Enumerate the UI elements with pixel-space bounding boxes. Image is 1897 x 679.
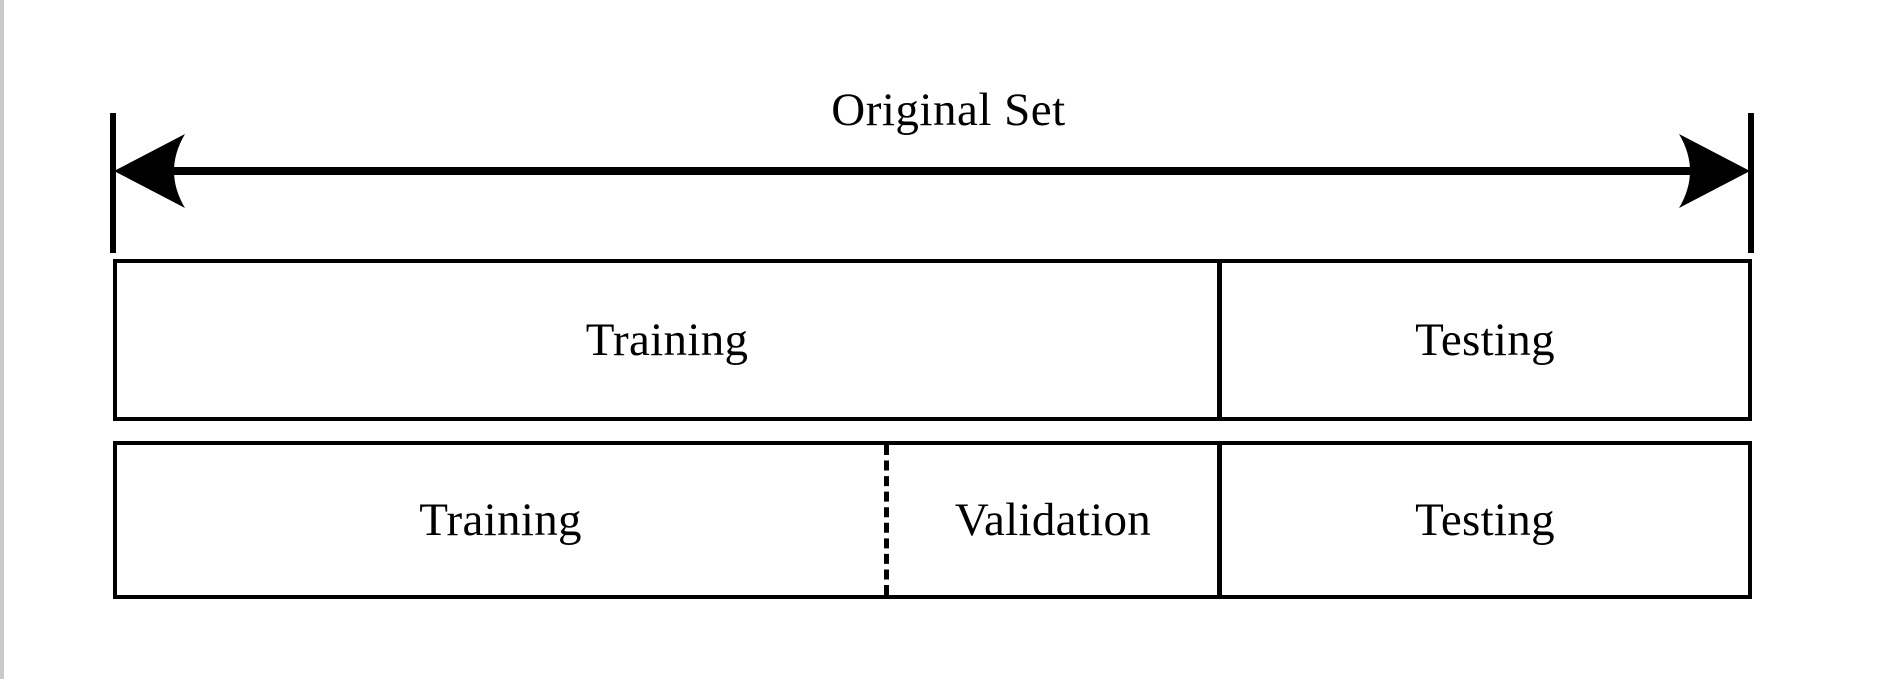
segment-validation-row2: Validation: [884, 445, 1217, 595]
segment-training-row1: Training: [117, 263, 1217, 417]
row-train-val-test-split: Training Validation Testing: [113, 441, 1752, 599]
segment-label-training-row1: Training: [585, 313, 749, 366]
segment-testing-row2: Testing: [1217, 445, 1748, 595]
segment-label-training-row2: Training: [419, 493, 582, 546]
original-set-span: Original Set: [0, 0, 1897, 260]
row-original-split: Training Testing: [113, 259, 1752, 421]
span-tick-left-icon: [110, 113, 116, 253]
span-tick-right-icon: [1748, 113, 1754, 253]
page-edge-strip: [0, 0, 4, 679]
segment-label-testing-row1: Testing: [1415, 313, 1555, 366]
segment-training-row2: Training: [117, 445, 884, 595]
segment-testing-row1: Testing: [1217, 263, 1748, 417]
double-arrow-icon: [114, 134, 1750, 208]
segment-label-testing-row2: Testing: [1415, 493, 1555, 546]
original-set-title: Original Set: [831, 84, 1066, 136]
segment-label-validation-row2: Validation: [954, 493, 1152, 546]
